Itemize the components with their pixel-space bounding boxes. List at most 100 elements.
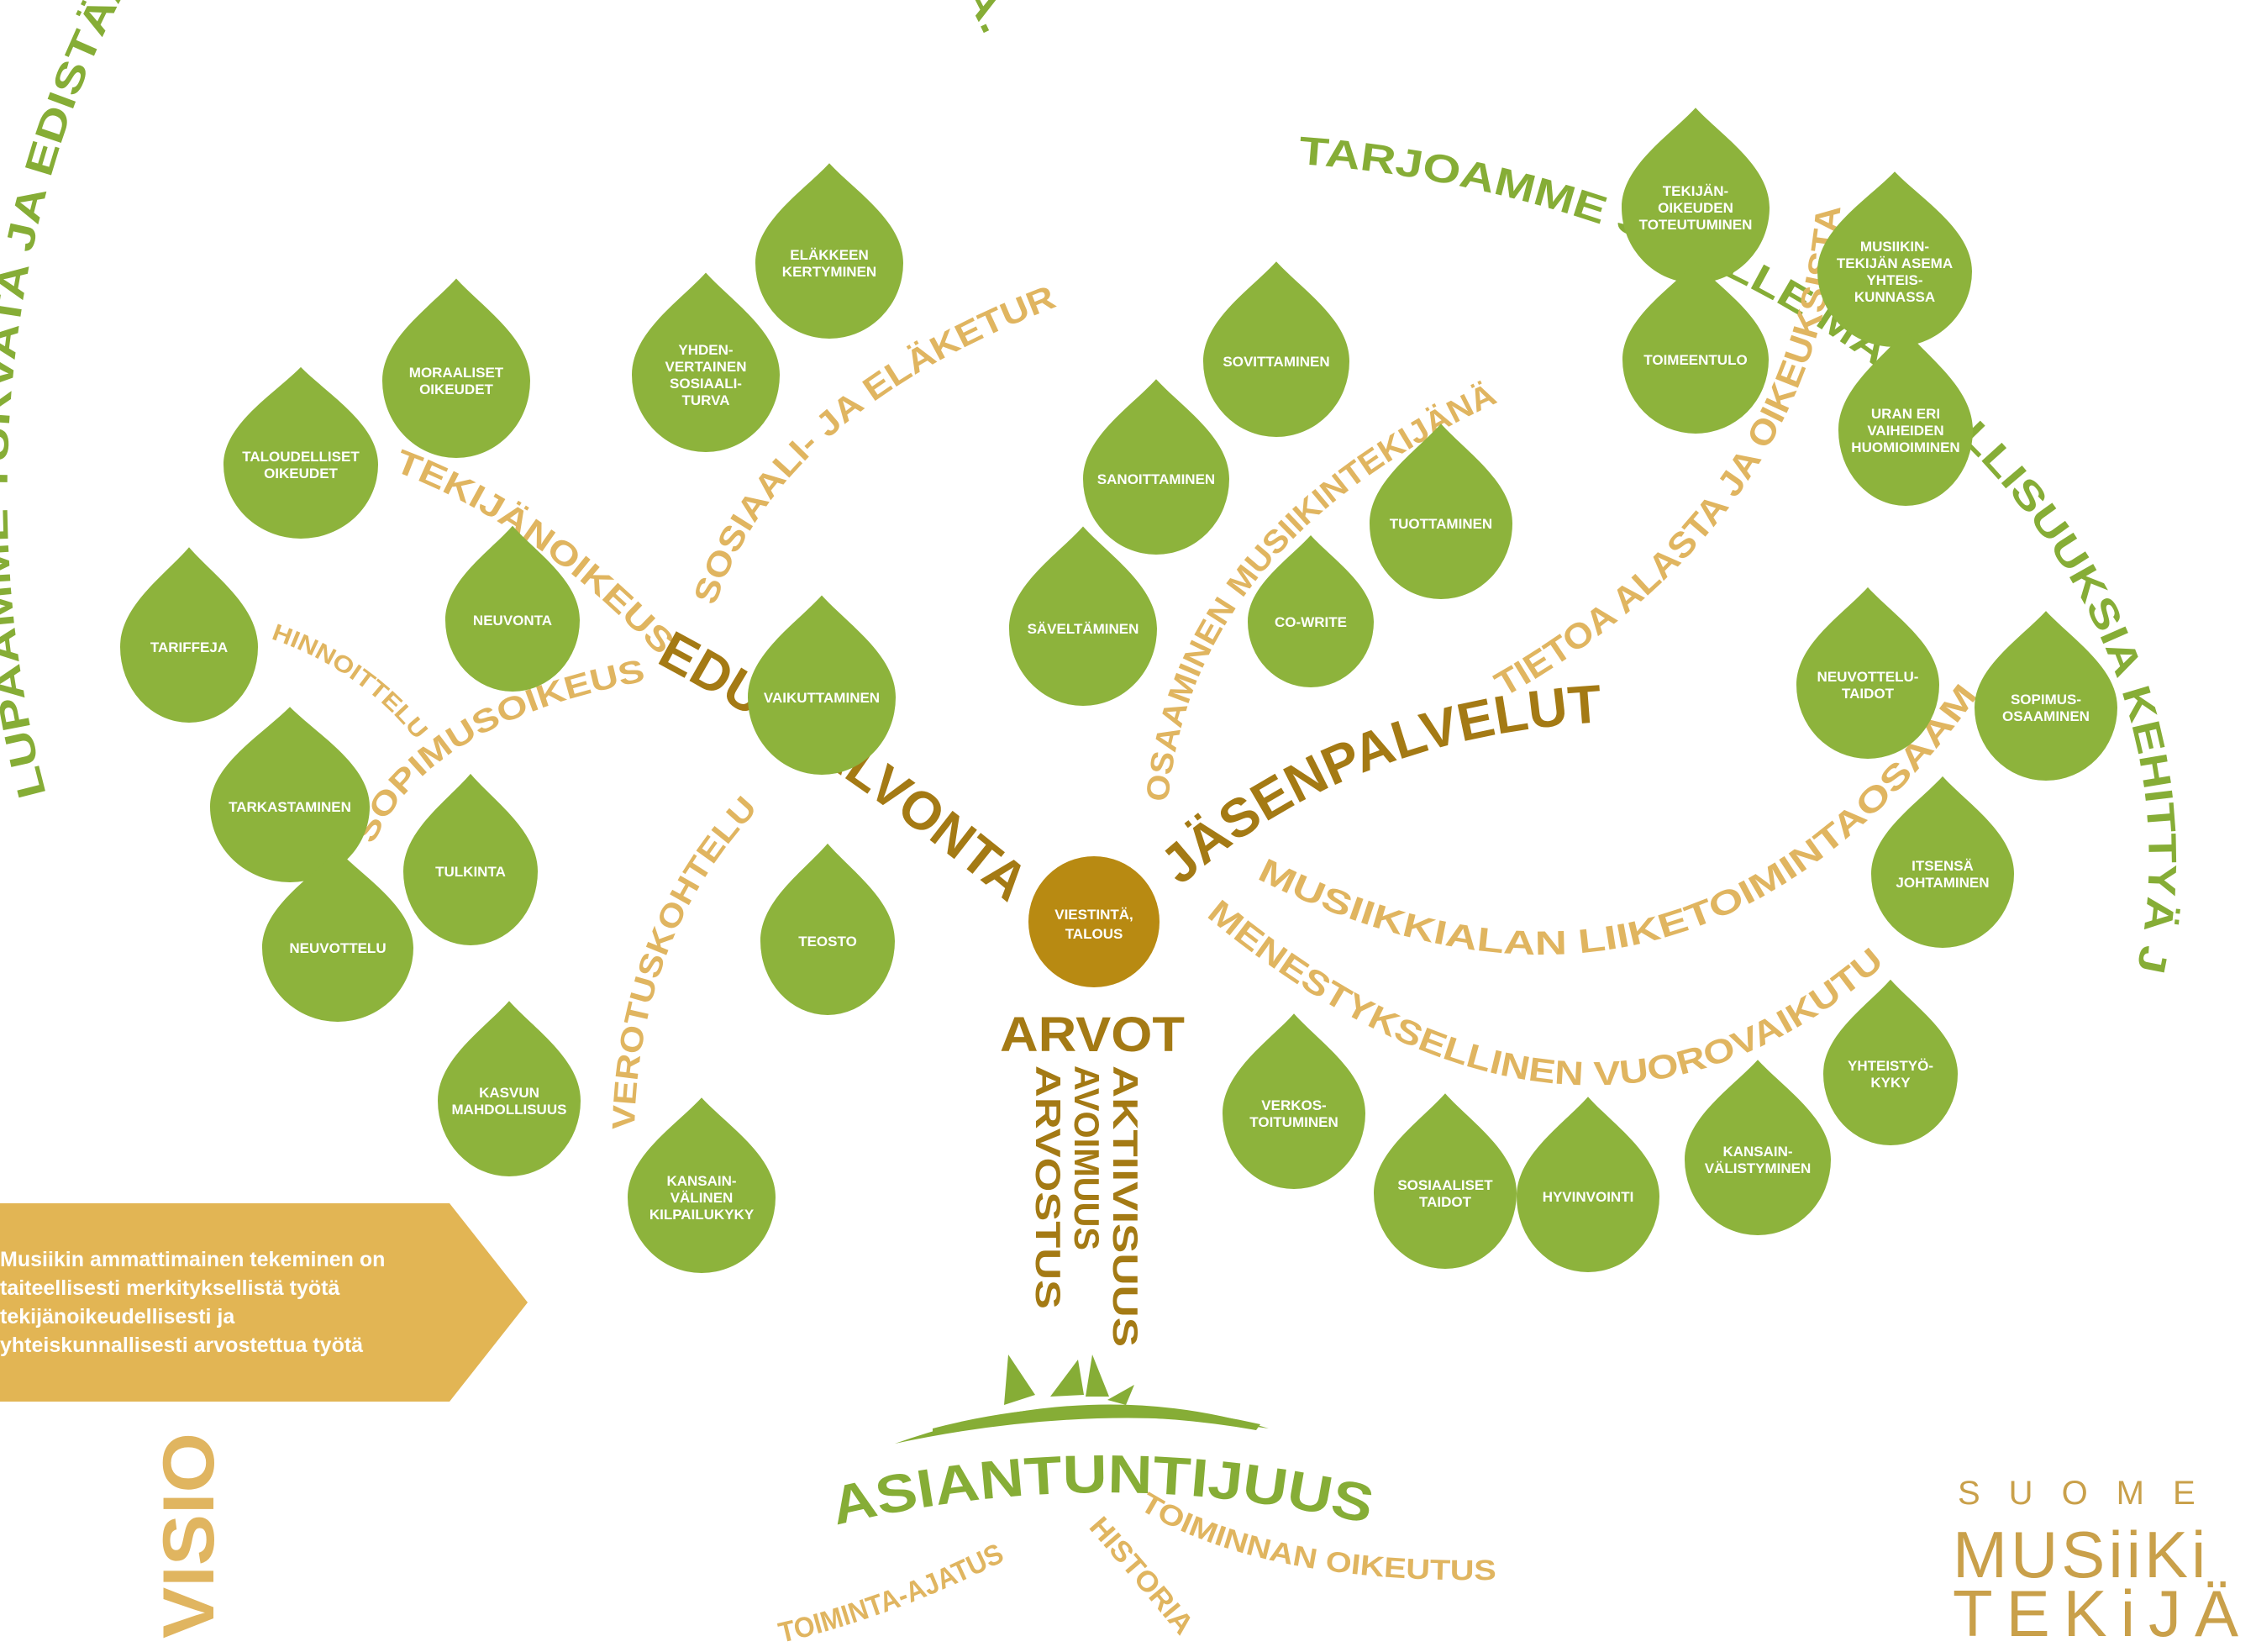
leaf-label-line: CO-WRITE [1275, 614, 1347, 630]
leaf-shape [755, 163, 903, 339]
leaf-label-line: YHDEN- [678, 342, 733, 358]
value-arvostus: ARVOSTUS [1028, 1065, 1068, 1309]
leaf-label-line: KYKY [1870, 1075, 1911, 1091]
leaf-shape [262, 850, 413, 1022]
leaf-label-line: OSAAMINEN [2002, 708, 2090, 724]
leaf-neuvonta: NEUVONTA [445, 525, 580, 692]
leaf-shape [1223, 1013, 1365, 1189]
leaf-tulkinta: TULKINTA [403, 773, 538, 945]
leaf-label-line: YHTEIS- [1866, 272, 1922, 288]
leaf-sanoittaminen: SANOITTAMINEN [1083, 379, 1229, 555]
leaf-shape [120, 547, 258, 723]
leaf-label-line: TEOSTO [798, 934, 857, 950]
leaf-kansainvalistyminen: KANSAIN-VÄLISTYMINEN [1685, 1060, 1831, 1235]
leaf-label-line: OIKEUDET [419, 381, 493, 397]
leaf-shape [748, 595, 896, 775]
vision-box [0, 1203, 528, 1402]
leaf-shape [1083, 379, 1229, 555]
leaf-shape [445, 525, 580, 692]
ground-grass-icon [895, 1355, 1269, 1444]
leaf-label-line: TULKINTA [435, 864, 506, 880]
vision-line-2: taiteellisesti merkityksellistä työtä [0, 1276, 340, 1300]
logo-line-2: MUSiiKi [1953, 1518, 2210, 1591]
leaf-sovittaminen: SOVITTAMINEN [1203, 261, 1349, 437]
leaf-label-line: TARIFFEJA [150, 639, 228, 655]
leaf-verkostoituminen: VERKOS-TOITUMINEN [1223, 1013, 1365, 1189]
visio-label: VISIO [149, 1433, 229, 1639]
root-toiminta-ajatus: TOIMINTA-AJATUS [776, 1538, 1008, 1649]
center-circle [1028, 856, 1160, 987]
visio-label-wrap: VISIO [149, 1433, 229, 1639]
leaf-label-line: TOIMEENTULO [1643, 352, 1747, 368]
leaf-neuvottelu: NEUVOTTELU [262, 850, 413, 1022]
leaf-shape [628, 1097, 776, 1273]
leaf-cowrite: CO-WRITE [1248, 535, 1374, 687]
center-label-line2: TALOUS [1065, 926, 1123, 942]
leaf-shape [1622, 108, 1770, 283]
leaf-label-line: NEUVOTTELU [289, 940, 386, 956]
leaf-label-line: TEKIJÄN- [1663, 183, 1728, 199]
leaf-label-line: ELÄKKEEN [790, 247, 869, 263]
leaf-tarkastaminen: TARKASTAMINEN [210, 707, 370, 882]
leaf-tariffeja: TARIFFEJA [120, 547, 258, 723]
leaf-vaikuttaminen: VAIKUTTAMINEN [748, 595, 896, 775]
logo-line-3: TEKiJÄ [1953, 1576, 2253, 1650]
leaf-shape [1823, 979, 1958, 1145]
leaf-label-line: TUOTTAMINEN [1390, 516, 1492, 532]
leaf-label-line: KANSAIN- [666, 1173, 736, 1189]
leaf-label-line: SOSIAALI- [670, 376, 742, 392]
leaf-shape [1374, 1093, 1517, 1269]
leaf-label-line: TOITUMINEN [1249, 1114, 1338, 1130]
leaf-shape [1817, 171, 1972, 347]
branch-verotuskohtelu: VEROTUSKOHTELU [607, 790, 764, 1130]
vision-statement: Musiikin ammattimainen tekeminen on tait… [0, 1245, 471, 1360]
leaf-shape [1517, 1097, 1659, 1272]
leaf-label-line: VAIKUTTAMINEN [764, 690, 880, 706]
leaf-label-line: VÄLINEN [670, 1190, 734, 1206]
leaf-label-line: KERTYMINEN [782, 264, 876, 280]
leaf-label-line: OIKEUDEN [1658, 200, 1733, 216]
leaf-label-line: TALOUDELLISET [242, 449, 360, 465]
leaf-shape [382, 278, 530, 458]
leaf-label-line: MAHDOLLISUUS [452, 1102, 567, 1118]
leaf-label-line: SANOITTAMINEN [1097, 471, 1215, 487]
leaf-label-line: SOVITTAMINEN [1223, 354, 1329, 370]
leaf-hyvinvointi: HYVINVOINTI [1517, 1097, 1659, 1272]
leaf-label-line: TEKIJÄN ASEMA [1837, 255, 1953, 271]
leaf-label-line: NEUVONTA [473, 613, 552, 629]
leaf-shape [1685, 1060, 1831, 1235]
branch-jasenpalvelut: JÄSENPALVELUT [1149, 673, 1603, 895]
vision-line-4: yhteiskunnallisesti arvostettua työtä [0, 1334, 364, 1357]
leaf-label-line: HYVINVOINTI [1543, 1189, 1634, 1205]
center-label-line1: VIESTINTÄ, [1054, 907, 1133, 923]
leaf-shape [1975, 611, 2117, 781]
leaf-label-line: JOHTAMINEN [1896, 875, 1989, 891]
leaf-label-line: SOPIMUS- [2011, 692, 2081, 708]
value-avoimuus: AVOIMUUS [1067, 1065, 1107, 1250]
leaf-shape [1009, 526, 1157, 706]
leaf-label-line: KILPAILUKYKY [649, 1207, 755, 1223]
values-title: ARVOT [1000, 1008, 1185, 1062]
leaf-label-line: TARKASTAMINEN [229, 799, 351, 815]
leaf-shape [210, 707, 370, 882]
leaf-label-line: VÄLISTYMINEN [1705, 1160, 1812, 1176]
leaf-shape [403, 773, 538, 945]
leaf-neuvottelutaidot: NEUVOTTELU-TAIDOT [1796, 587, 1939, 759]
leaf-label-line: HUOMIOIMINEN [1851, 439, 1959, 455]
leaf-toimeentulo: TOIMEENTULO [1622, 261, 1769, 434]
leaf-label-line: KUNNASSA [1854, 289, 1935, 305]
vision-line-3: tekijänoikeudellisesti ja [0, 1305, 235, 1328]
leaf-teosto: TEOSTO [760, 843, 895, 1015]
